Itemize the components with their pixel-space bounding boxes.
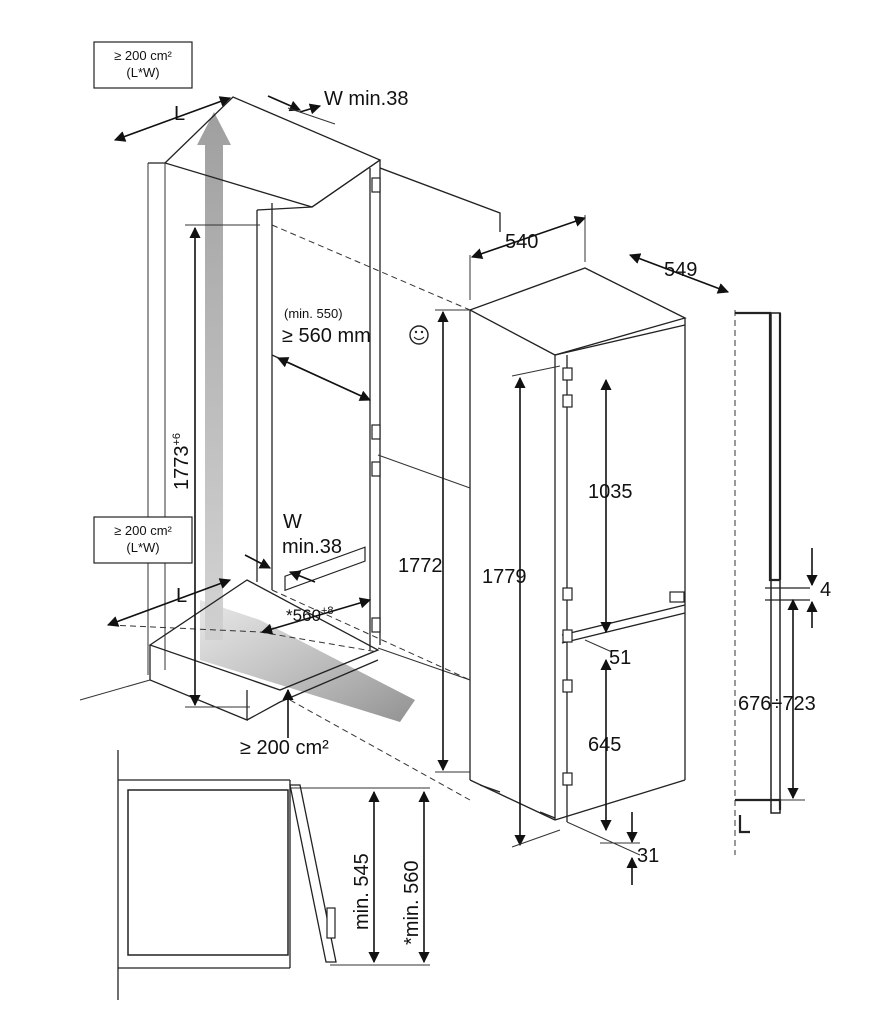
vent-bottom-line1: ≥ 200 cm² <box>114 523 172 538</box>
label-rail-range: 676÷723 <box>738 693 816 715</box>
label-gap-mid: 51 <box>609 647 631 669</box>
airflow-arrows <box>197 112 415 722</box>
label-niche-depth-min: (min. 550) <box>284 306 343 321</box>
label-lower-door: 645 <box>588 734 621 756</box>
label-appliance-height: 1772 <box>398 555 443 577</box>
niche-height-value: 1773 <box>171 446 193 491</box>
niche-width-sup: +8 <box>321 605 334 617</box>
appliance-fridge <box>468 267 687 856</box>
label-L-top: L <box>174 103 185 125</box>
label-vent-floor: ≥ 200 cm² <box>240 737 329 759</box>
label-L-bottom: L <box>176 585 187 607</box>
appliance-hinges <box>562 367 685 786</box>
label-W-bottom-1: W <box>283 511 302 533</box>
niche-hinges <box>371 177 381 633</box>
label-niche-width: *560+8 <box>286 605 334 625</box>
label-W-top: W min.38 <box>324 88 408 110</box>
dimension-lines <box>106 95 818 964</box>
vent-top-line2: (L*W) <box>126 65 159 80</box>
label-rail-gap: 4 <box>820 579 831 601</box>
vent-label-bottom: ≥ 200 cm² (L*W) <box>93 516 193 564</box>
label-plan-inner: min. 545 <box>351 853 373 930</box>
niche-width-value: *560 <box>286 606 321 625</box>
niche-cabinet <box>79 96 501 801</box>
vent-label-top: ≥ 200 cm² (L*W) <box>93 41 193 89</box>
plan-view <box>117 750 430 1000</box>
smiley-icon <box>409 325 429 345</box>
label-appliance-width: 540 <box>505 231 538 253</box>
vent-bottom-line2: (L*W) <box>126 540 159 555</box>
label-niche-height: 1773+6 <box>171 433 193 490</box>
label-door-height: 1779 <box>482 566 527 588</box>
vent-top-line1: ≥ 200 cm² <box>114 48 172 63</box>
side-rail <box>734 310 810 855</box>
label-W-bottom-2: min.38 <box>282 536 342 558</box>
label-gap-bottom: 31 <box>637 845 659 867</box>
label-niche-depth: ≥ 560 mm <box>282 325 371 347</box>
niche-height-sup: +6 <box>171 433 183 446</box>
label-plan-outer: *min. 560 <box>401 861 423 946</box>
label-upper-door: 1035 <box>588 481 633 503</box>
label-appliance-depth: 549 <box>664 259 697 281</box>
